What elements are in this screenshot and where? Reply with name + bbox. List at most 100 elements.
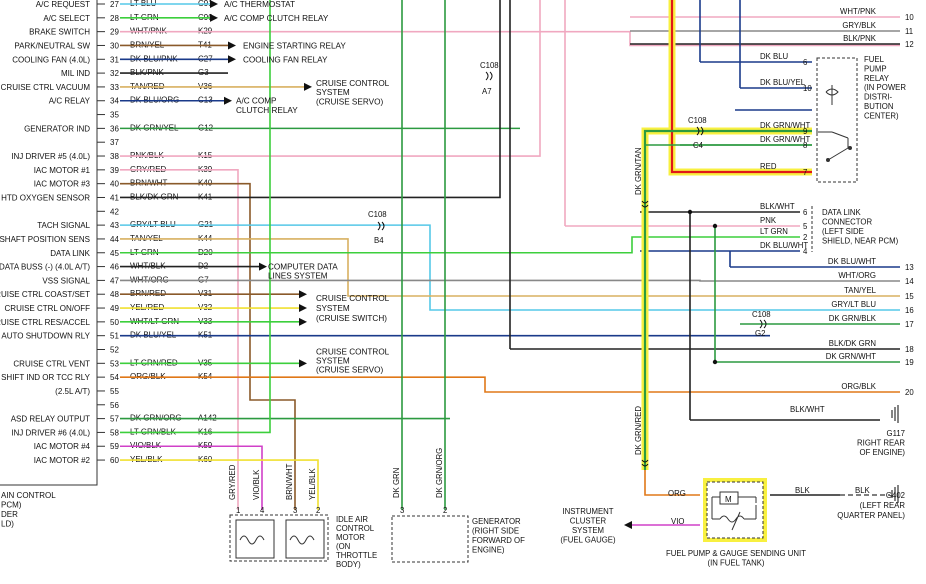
pcm-pin-label: CRUISE CTRL ON/OFF — [5, 304, 91, 313]
cluster-label: (FUEL GAUGE) — [560, 536, 616, 545]
pcm-pin-number: 47 — [110, 276, 119, 285]
ground-label: G117 — [887, 429, 906, 438]
pin-number: 2 — [443, 506, 447, 515]
wire-code: LT GRN — [760, 227, 788, 236]
splice-label: C108 — [752, 310, 771, 319]
pin-number: 7 — [803, 168, 807, 177]
arrow-icon — [228, 41, 236, 50]
pin-number: 3 — [400, 506, 404, 515]
dest-label: SYSTEM — [316, 304, 350, 313]
pcm-pin-number: 40 — [110, 180, 119, 189]
pcm-pin-label: IAC MOTOR #3 — [34, 180, 91, 189]
arrow-icon — [299, 290, 307, 299]
generator-label: GENERATOR — [472, 517, 521, 526]
ground-label: G402 — [886, 491, 905, 500]
pcm-pin-label: IAC MOTOR #2 — [34, 456, 91, 465]
pcm-pin-number: 60 — [110, 456, 119, 465]
wire-code: DK BLU — [760, 52, 789, 61]
wire-code: DK BLU/YEL — [760, 78, 806, 87]
wire — [120, 30, 900, 47]
pcm-pin-label: TACH SIGNAL — [37, 221, 90, 230]
wire-layer — [97, 0, 900, 526]
wire — [120, 224, 900, 311]
arrow-icon — [224, 96, 232, 105]
wire-code: DK GRN/WHT — [826, 352, 876, 361]
pcm-pin-number: 30 — [110, 41, 119, 50]
dest-label: CLUTCH RELAY — [236, 106, 298, 115]
pcm-pin-number: 53 — [110, 359, 119, 368]
pcm-pin-label: INJ DRIVER #5 (4.0L) — [11, 152, 90, 161]
wire-code: GRY/RED — [228, 464, 237, 500]
pcm-pin-label: MIL IND — [61, 69, 90, 78]
dest-label: ENGINE STARTING RELAY — [243, 41, 346, 50]
dest-label: SYSTEM — [316, 357, 350, 366]
pcm-pin-number: 38 — [110, 152, 119, 161]
wire-code: DK GRN/ORG — [435, 448, 444, 498]
pcm-pin-number: 46 — [110, 263, 119, 272]
wire-code: DK GRN/WHT — [760, 135, 810, 144]
relay-title: DISTRI- — [864, 93, 893, 102]
iac-label: (ON — [336, 542, 350, 551]
dest-label: SYSTEM — [316, 88, 350, 97]
pcm-pin-number: 35 — [110, 111, 119, 120]
iac-motor — [229, 514, 329, 562]
dest-label: COOLING FAN RELAY — [243, 55, 328, 64]
wire-code: ORG/BLK — [841, 382, 876, 391]
wire-code: VIO/BLK — [252, 469, 261, 500]
pin-number: 4 — [803, 247, 808, 256]
relay-title: (IN POWER — [864, 83, 906, 92]
coil-icon — [239, 535, 265, 545]
pcm-pin-number: 36 — [110, 124, 119, 133]
wire-code: BLK/WHT — [760, 202, 795, 211]
generator-box — [391, 515, 469, 563]
wire-code: YEL/BLK — [308, 468, 317, 500]
pcm-pin-number: 59 — [110, 442, 119, 451]
pcm-pin-label: A/C REQUEST — [36, 0, 90, 9]
wire-code: BLK/WHT — [790, 405, 825, 414]
iac-label: CONTROL — [336, 524, 375, 533]
pcm-pin-label: VSS SIGNAL — [42, 276, 90, 285]
wire — [120, 182, 296, 510]
pcm-pin-label: PARK/NEUTRAL SW — [14, 41, 90, 50]
pin-number: 11 — [905, 27, 913, 36]
cluster-label: CLUSTER — [570, 517, 607, 526]
pcm-pin-label: CRUISE CTRL VENT — [13, 359, 90, 368]
ground-label: RIGHT REAR — [857, 439, 905, 448]
fuel-pump-relay-box — [816, 57, 858, 183]
pin-number: 2 — [803, 233, 807, 242]
ground-label: QUARTER PANEL) — [837, 511, 905, 520]
wire-code: WHT/ORG — [838, 271, 876, 280]
wire-code: DK GRN — [392, 468, 401, 498]
wire — [120, 236, 800, 254]
wire — [120, 445, 263, 510]
pin-number: 14 — [905, 277, 914, 286]
cluster-label: INSTRUMENT — [562, 507, 613, 516]
generator-label: ENGINE) — [472, 546, 505, 555]
dest-label: (CRUISE SERVO) — [316, 366, 383, 375]
splice-dot — [687, 209, 693, 215]
pcm-footer-text: AIN CONTROL — [1, 491, 56, 500]
motor-icon: M — [725, 495, 732, 504]
wire-code: DK GRN/WHT — [760, 121, 810, 130]
pcm-pin-number: 34 — [110, 97, 119, 106]
pcm-pin-label: AUTO SHUTDOWN RLY — [1, 332, 90, 341]
pcm-pin-number: 31 — [110, 55, 119, 64]
sending-unit-label: (IN FUEL TANK) — [707, 559, 764, 568]
pin-number: 9 — [803, 127, 807, 136]
connector-icon — [759, 319, 767, 329]
wire — [120, 279, 900, 282]
pcm-pin-number: 28 — [110, 14, 119, 23]
dest-label: LINES SYSTEM — [268, 272, 328, 281]
wire — [120, 459, 319, 510]
dest-label: A/C THERMOSTAT — [224, 0, 295, 9]
ground-g117 — [891, 405, 899, 423]
pcm-pin-label: (2.5L A/T) — [55, 387, 90, 396]
ground-g402 — [891, 485, 899, 503]
pcm-pin-label: INJ DRIVER #6 (4.0L) — [11, 428, 90, 437]
relay-title: FUEL — [864, 55, 885, 64]
pcm-pin-label: IAC MOTOR #1 — [34, 166, 91, 175]
highlight-glow — [641, 127, 812, 470]
